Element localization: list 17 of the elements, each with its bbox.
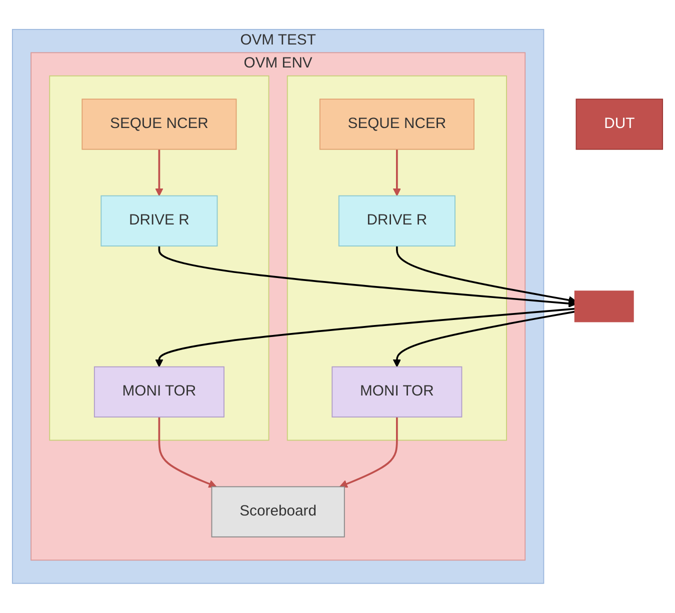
node-box: DRIVE R [100, 195, 218, 247]
arrow [339, 417, 398, 488]
node-box: MONI TOR [332, 366, 462, 418]
node-box: Scoreboard [211, 486, 345, 538]
node-box: SEQUE NCER [319, 98, 474, 150]
node-bar [574, 290, 634, 322]
arrow [392, 310, 576, 368]
arrow [155, 308, 576, 368]
node-box: MONI TOR [94, 366, 224, 418]
arrow [158, 417, 217, 488]
arrow [155, 149, 164, 196]
node-box: DRIVE R [338, 195, 456, 247]
node-box: SEQUE NCER [82, 98, 237, 150]
arrow [392, 149, 402, 196]
cluster [286, 76, 507, 441]
cluster [49, 76, 270, 441]
node-box: DUT [576, 98, 664, 150]
